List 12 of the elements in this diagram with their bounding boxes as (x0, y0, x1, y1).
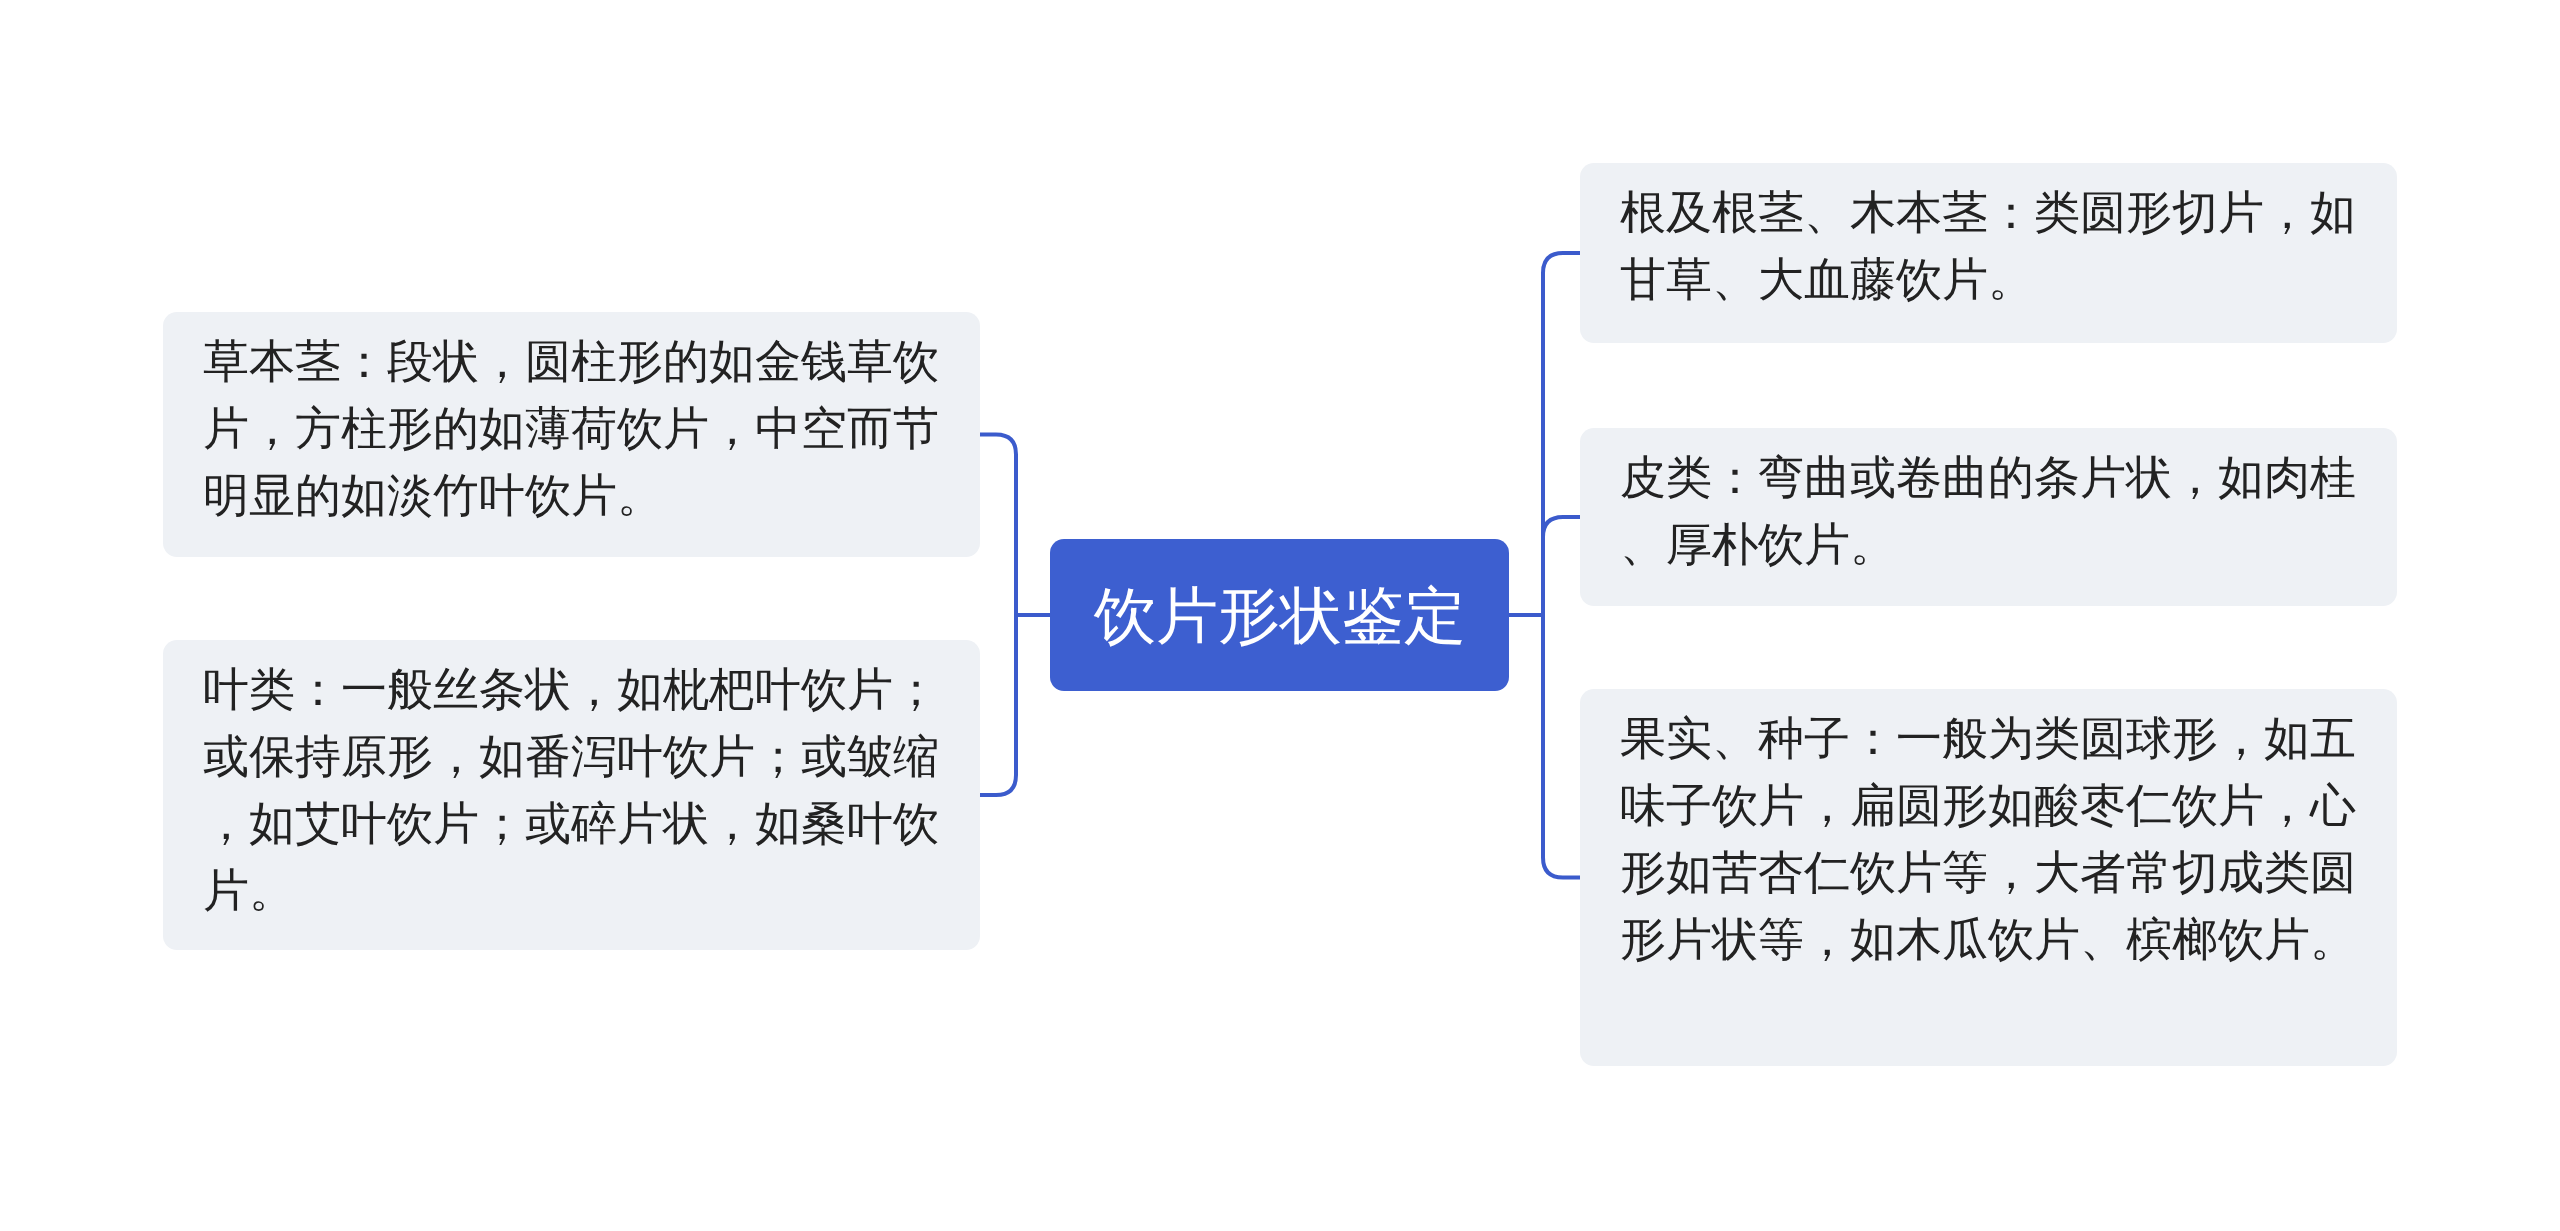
topic-text: 叶类：一般丝条状，如枇杷叶饮片；或保持原形，如番泻叶饮片；或皱缩，如艾叶饮片；或碎片状，如桑叶饮片。 (203, 661, 940, 919)
topic-text: 皮类：弯曲或卷曲的条片状，如肉桂、厚朴饮片。 (1620, 449, 2357, 573)
topic-box (163, 640, 980, 950)
topic-box (1580, 163, 2397, 343)
topic-box (1580, 689, 2397, 1066)
topic-box (163, 312, 980, 557)
topic-box (1580, 428, 2397, 606)
topic-text: 草本茎：段状，圆柱形的如金钱草饮片，方柱形的如薄荷饮片，中空而节明显的如淡竹叶饮片。 (203, 333, 940, 524)
topic-text: 饮片形状鉴定 (1093, 581, 1466, 649)
topic-text: 果实、种子：一般为类圆球形，如五味子饮片，扁圆形如酸枣仁饮片，心形如苦杏仁饮片等，大者常切成类圆形片状等，如木瓜饮片、槟榔饮片。 (1620, 710, 2357, 968)
topic-text: 根及根茎、木本茎：类圆形切片，如甘草、大血藤饮片。 (1620, 184, 2357, 308)
central-topic (1050, 539, 1509, 691)
